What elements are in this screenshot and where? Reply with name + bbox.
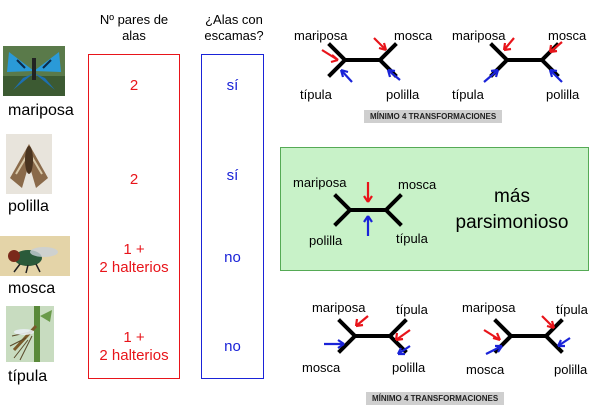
tree2-label-bl: típula [452,87,484,102]
tree1-label-bl: típula [300,87,332,102]
insect-label-polilla: polilla [8,198,49,215]
pairs-header: Nº pares de alas [99,12,169,43]
tree2-label-br: polilla [546,87,580,102]
tree1-label-tl: mariposa [294,28,348,43]
tree3-label-tr: mosca [398,177,437,192]
tree1-label-tr: mosca [394,28,433,43]
tree4-label-br: polilla [392,360,426,375]
pairs-value-mariposa: 2 [129,77,139,94]
tree1-label-br: polilla [386,87,420,102]
transformations-badge-top: MÍNIMO 4 TRANSFORMACIONES [364,110,503,123]
wing-pairs-column: 2 2 1 + 2 halterios 1 + 2 halterios [88,54,180,379]
scales-value-mosca: no [224,249,241,266]
insect-label-mariposa: mariposa [8,102,74,119]
tree4-label-tl: mariposa [312,300,366,315]
tree3-diagram [333,182,403,236]
insect-label-mosca: mosca [8,280,56,297]
tree4-diagram [324,315,411,356]
tree4-label-bl: mosca [302,360,341,375]
scales-header: ¿Alas con escamas? [204,12,264,43]
tree5-label-br: polilla [554,362,588,377]
fly-image [0,236,70,276]
tree4-label-tr: típula [396,302,428,317]
tree3-label-br: típula [396,231,428,246]
tree2-label-tl: mariposa [452,28,506,43]
scales-value-mariposa: sí [226,77,239,94]
parsimonious-box [280,147,589,271]
tree5-diagram [483,315,571,355]
tree5-label-tl: mariposa [462,300,516,315]
pairs-value-tipula: 1 + 2 halterios [99,329,169,364]
moth-image [6,134,52,194]
scales-value-tipula: no [224,338,241,355]
scales-value-polilla: sí [226,167,239,184]
cranefly-image [6,306,54,362]
tree1-diagram [321,37,401,83]
pairs-value-polilla: 2 [129,171,139,188]
pairs-value-mosca: 1 + 2 halterios [99,241,169,276]
tree3-label-tl: mariposa [293,175,347,190]
tree5-label-bl: mosca [466,362,505,377]
tree3-label-bl: polilla [309,233,343,248]
tree2-label-tr: mosca [548,28,587,43]
transformations-badge-bottom: MÍNIMO 4 TRANSFORMACIONES [366,392,505,405]
parsimony-line1: más [494,186,530,207]
butterfly-image [3,46,65,96]
tree5-label-tr: típula [556,302,588,317]
insect-label-tipula: típula [8,368,48,385]
parsimony-line2: parsimonioso [455,212,569,233]
scales-column: sí sí no no [201,54,264,379]
tree2-diagram [483,37,563,83]
